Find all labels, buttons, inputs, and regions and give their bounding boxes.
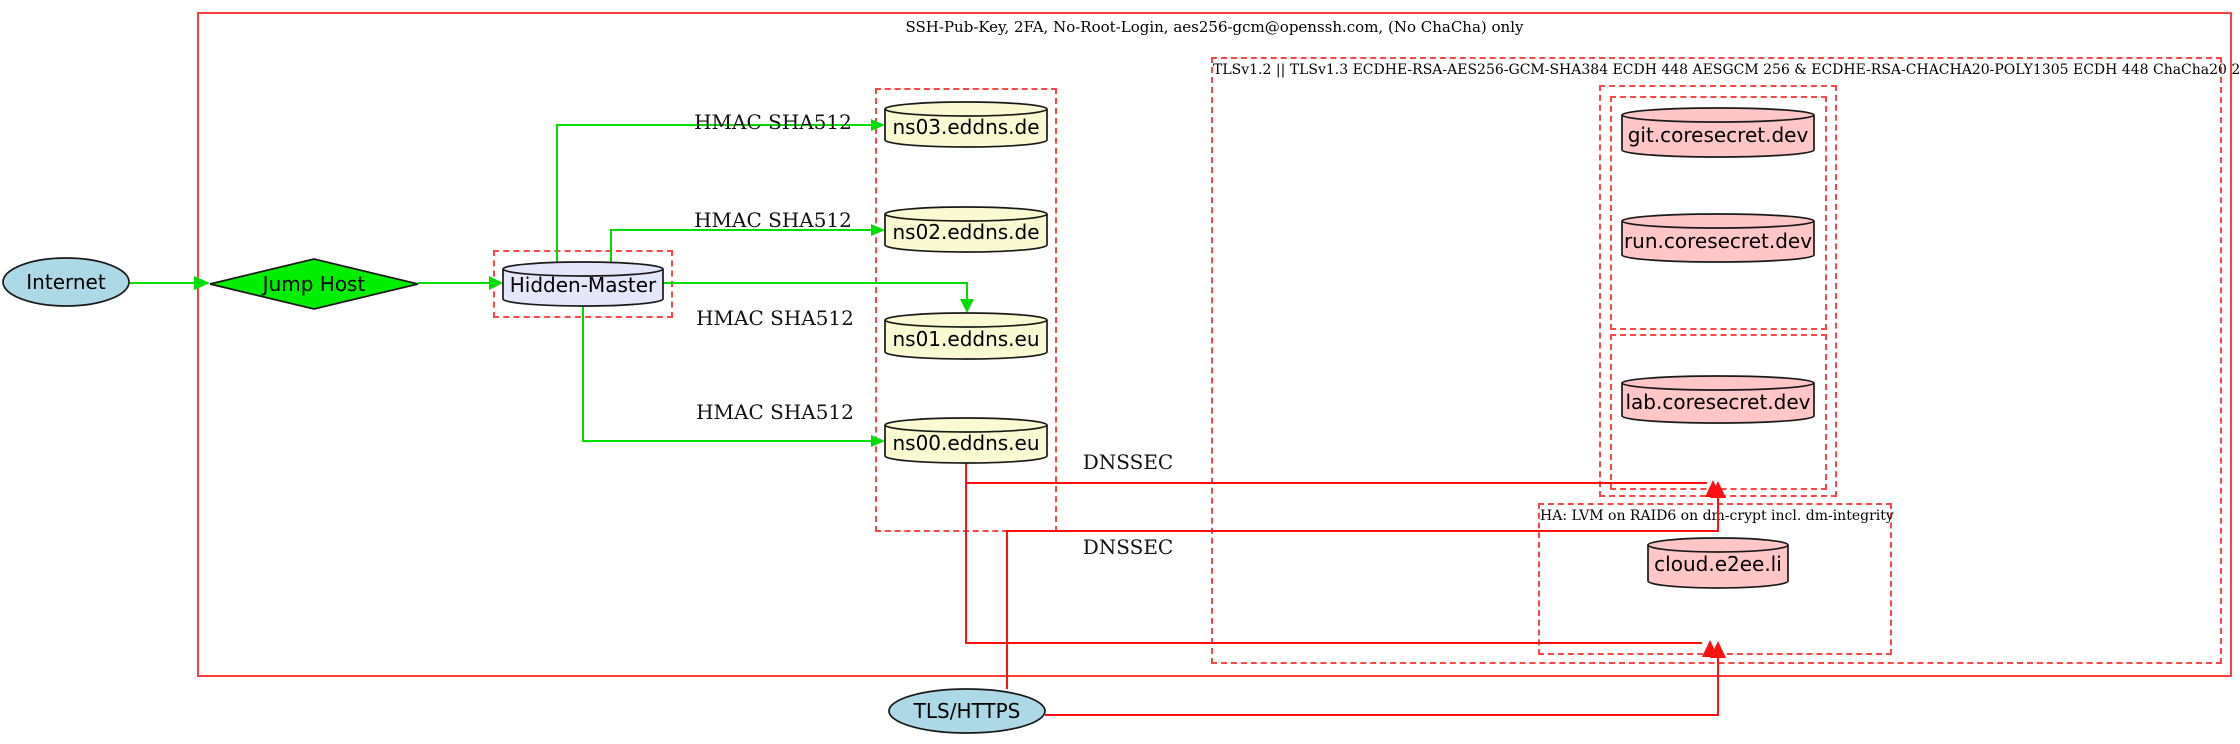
node-git: git.coresecret.dev — [1627, 123, 1809, 147]
node-lab: lab.coresecret.dev — [1625, 390, 1811, 414]
edge-label-hmac-ns00: HMAC SHA512 — [696, 400, 854, 424]
arrowhead-hacluster-bottom — [1710, 641, 1726, 658]
ns00-cylinder-lid — [884, 424, 1048, 433]
hidden-master-cylinder-shape — [502, 261, 664, 307]
edge-hm-ns01 — [663, 282, 968, 299]
edge-label-hmac-ns02: HMAC SHA512 — [694, 208, 852, 232]
edge-label-dnssec-1: DNSSEC — [1082, 450, 1174, 474]
node-ns02: ns02.eddns.de — [892, 220, 1040, 244]
run-cylinder-lid — [1621, 220, 1815, 229]
red-arrowheads — [1702, 480, 1726, 658]
cloud-cylinder-lid — [1647, 544, 1789, 553]
edge-hm-ns02 — [610, 229, 871, 262]
jump-host-diamond-shape — [209, 258, 419, 310]
lab-cylinder-lid — [1621, 382, 1815, 391]
node-ns01: ns01.eddns.eu — [892, 326, 1040, 351]
arrowhead-ns02 — [871, 224, 885, 236]
arrowhead-ns00 — [871, 435, 885, 447]
node-cloud: cloud.e2ee.li — [1654, 552, 1782, 576]
edge-tls-labcluster — [1006, 497, 1719, 689]
node-tls-https: TLS/HTTPS — [913, 699, 1021, 723]
node-internet: Internet — [26, 270, 106, 294]
edge-hm-ns00 — [582, 306, 871, 442]
edge-tls-hacluster — [1045, 658, 1719, 716]
cluster-git-run — [1610, 96, 1827, 330]
green-arrowheads — [194, 119, 974, 447]
node-shapes — [2, 101, 1815, 734]
edge-ns00-hacluster — [965, 483, 1702, 644]
hidden-master-cylinder-lid — [502, 268, 664, 277]
ns01-cylinder-lid — [884, 319, 1048, 328]
edge-label-hmac-ns03: HMAC SHA512 — [694, 110, 852, 134]
node-ns00: ns00.eddns.eu — [892, 431, 1040, 455]
ns03-cylinder-lid — [884, 108, 1048, 117]
cluster-tls: TLSv1.2 || TLSv1.3 ECDHE-RSA-AES256-GCM-… — [1211, 57, 2240, 664]
run-cylinder-shape — [1621, 213, 1815, 263]
ns02-cylinder-shape — [884, 206, 1048, 253]
ns00-cylinder-shape — [884, 417, 1048, 464]
ns03-cylinder-shape — [884, 101, 1048, 148]
git-cylinder-lid — [1621, 114, 1815, 123]
node-jump-host: Jump Host — [262, 272, 366, 296]
cluster-ha-title: HA: LVM on RAID6 on dm-crypt incl. dm-in… — [1540, 508, 1894, 524]
cluster-ssh-title: SSH-Pub-Key, 2FA, No-Root-Login, aes256-… — [905, 18, 1524, 36]
edge-hm-ns03 — [556, 124, 871, 262]
cluster-ssh-hardening: SSH-Pub-Key, 2FA, No-Root-Login, aes256-… — [197, 12, 2232, 677]
red-edges — [965, 463, 1719, 716]
green-edges — [129, 124, 968, 442]
edge-label-hmac-ns01: HMAC SHA512 — [696, 306, 854, 330]
edge-label-dnssec-2: DNSSEC — [1082, 535, 1174, 559]
arrowhead-ns03 — [871, 119, 885, 131]
node-hidden-master: Hidden-Master — [509, 273, 657, 297]
arrowhead-labcluster-bottom — [1710, 481, 1726, 498]
arrowhead-ns01 — [960, 299, 974, 313]
ns01-cylinder-shape — [884, 312, 1048, 360]
cluster-tls-title: TLSv1.2 || TLSv1.3 ECDHE-RSA-AES256-GCM-… — [1213, 62, 2240, 78]
arrowhead-jumphost — [194, 276, 210, 290]
lab-cylinder-shape — [1621, 375, 1815, 424]
tls-https-ellipse-shape — [888, 688, 1046, 734]
node-ns03: ns03.eddns.de — [892, 115, 1040, 139]
internet-ellipse-shape — [2, 257, 130, 307]
arrowhead-hiddenmaster — [489, 276, 503, 290]
ns02-cylinder-lid — [884, 213, 1048, 222]
node-run: run.coresecret.dev — [1623, 228, 1813, 253]
